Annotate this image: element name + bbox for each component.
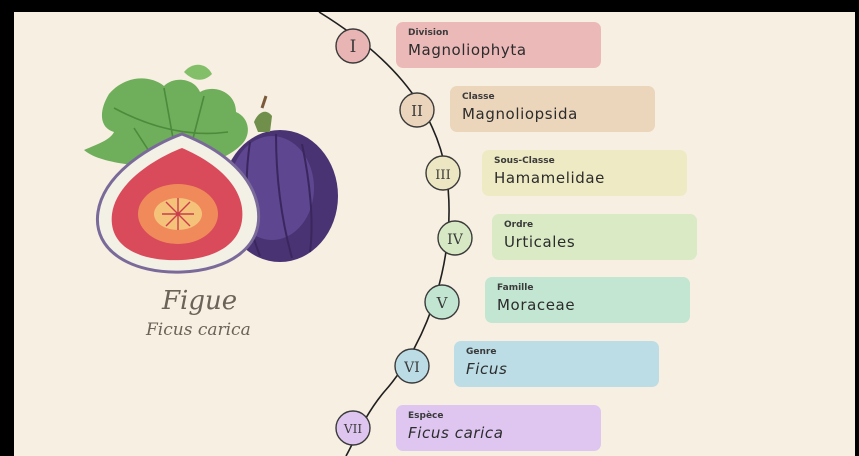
marker-vi: VI [395,349,429,383]
card-taxon-name: Magnoliophyta [408,39,589,61]
card-rank-label: Genre [466,347,647,358]
marker-vii: VII [336,411,370,445]
marker-iii-label: III [435,168,450,183]
taxonomy-card-genre: Genre Ficus [454,341,659,387]
plant-common-name: Figue [132,284,332,318]
taxonomy-diagram: I II III IV V VI [14,12,855,456]
card-rank-label: Division [408,28,589,39]
card-taxon-name: Urticales [504,231,685,253]
taxonomy-curve [319,12,449,456]
card-taxon-name: Hamamelidae [494,167,675,189]
card-taxon-name: Moraceae [497,294,678,316]
taxonomy-card-sous-classe: Sous-Classe Hamamelidae [482,150,687,196]
marker-ii: II [400,93,434,127]
card-taxon-name: Ficus [466,358,647,380]
card-rank-label: Ordre [504,220,685,231]
card-rank-label: Famille [497,283,678,294]
plant-latin-name: Ficus carica [132,318,332,342]
taxonomy-card-espece: Espèce Ficus carica [396,405,601,451]
marker-i-label: I [350,37,357,57]
card-rank-label: Sous-Classe [494,156,675,167]
taxonomy-card-classe: Classe Magnoliopsida [450,86,655,132]
card-rank-label: Espèce [408,411,589,422]
diagram-canvas: I II III IV V VI [14,12,855,456]
marker-vii-label: VII [343,422,362,436]
marker-iv: IV [438,221,472,255]
marker-i: I [336,29,370,63]
taxonomy-card-famille: Famille Moraceae [485,277,690,323]
plant-title-block: Figue Ficus carica [132,284,332,342]
card-taxon-name: Ficus carica [408,422,589,444]
fig-illustration [84,65,338,272]
marker-iii: III [426,156,460,190]
marker-ii-label: II [411,102,423,120]
card-taxon-name: Magnoliopsida [462,103,643,125]
taxonomy-card-division: Division Magnoliophyta [396,22,601,68]
marker-vi-label: VI [403,360,420,376]
marker-v-label: V [436,294,449,312]
card-rank-label: Classe [462,92,643,103]
taxonomy-card-ordre: Ordre Urticales [492,214,697,260]
marker-v: V [425,285,459,319]
marker-iv-label: IV [447,232,464,248]
